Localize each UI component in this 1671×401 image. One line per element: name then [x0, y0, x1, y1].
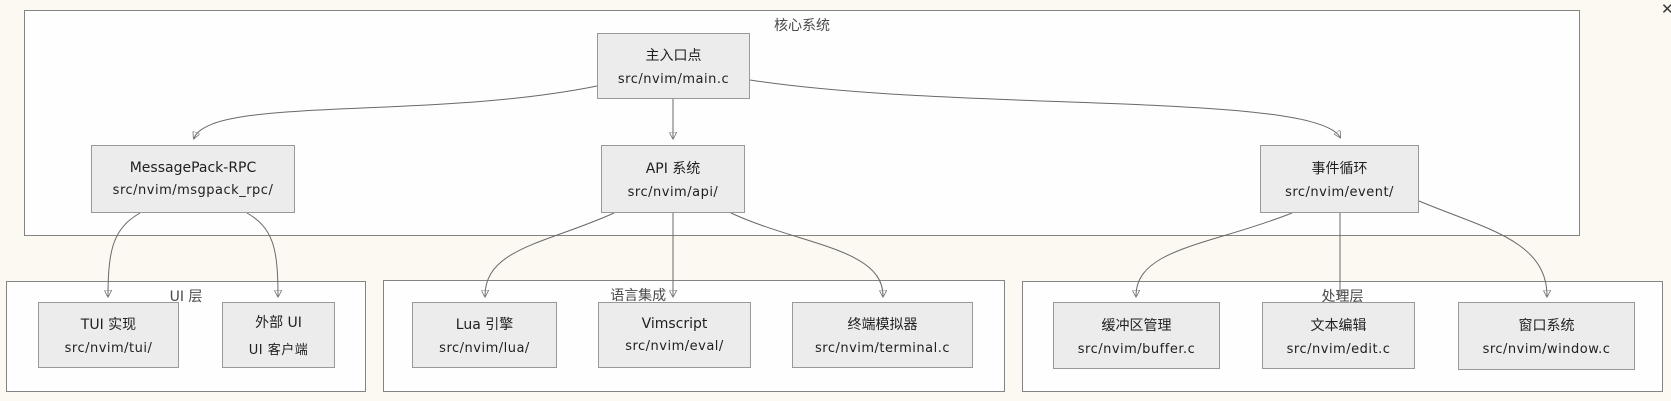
node-event-loop-path: src/nvim/event/	[1285, 185, 1394, 200]
node-window-system-path: src/nvim/window.c	[1482, 342, 1611, 357]
node-external-ui-path: UI 客户端	[248, 343, 309, 358]
node-external-ui-title: 外部 UI	[255, 315, 302, 331]
node-event-loop: 事件循环 src/nvim/event/	[1260, 145, 1419, 213]
node-text-editing-title: 文本编辑	[1310, 317, 1367, 334]
node-vimscript-title: Vimscript	[641, 316, 708, 332]
node-msgpack-rpc-title: MessagePack-RPC	[129, 160, 257, 176]
node-tui-title: TUI 实现	[80, 317, 137, 333]
node-buffer-management: 缓冲区管理 src/nvim/buffer.c	[1053, 302, 1220, 369]
group-core-system-label: 核心系统	[774, 18, 830, 34]
node-vimscript: Vimscript src/nvim/eval/	[598, 302, 751, 368]
node-tui: TUI 实现 src/nvim/tui/	[38, 302, 179, 368]
node-terminal-emulator-path: src/nvim/terminal.c	[814, 341, 951, 356]
node-text-editing: 文本编辑 src/nvim/edit.c	[1262, 302, 1415, 369]
node-text-editing-path: src/nvim/edit.c	[1286, 341, 1391, 357]
node-terminal-emulator-title: 终端模拟器	[847, 317, 918, 333]
node-main-entry-path: src/nvim/main.c	[617, 72, 730, 87]
node-main-entry-title: 主入口点	[645, 48, 702, 64]
node-buffer-management-title: 缓冲区管理	[1101, 317, 1172, 334]
node-lua-engine: Lua 引擎 src/nvim/lua/	[412, 302, 557, 368]
node-msgpack-rpc: MessagePack-RPC src/nvim/msgpack_rpc/	[91, 145, 295, 213]
node-lua-engine-path: src/nvim/lua/	[439, 341, 530, 356]
node-api-system-path: src/nvim/api/	[627, 185, 719, 200]
node-external-ui: 外部 UI UI 客户端	[222, 302, 335, 368]
node-window-system-title: 窗口系统	[1518, 318, 1575, 334]
node-main-entry: 主入口点 src/nvim/main.c	[597, 33, 750, 99]
node-vimscript-path: src/nvim/eval/	[625, 339, 724, 354]
node-event-loop-title: 事件循环	[1311, 161, 1368, 177]
node-lua-engine-title: Lua 引擎	[455, 317, 514, 333]
group-ui-layer-label: UI 层	[169, 289, 203, 305]
node-api-system-title: API 系统	[645, 161, 701, 177]
node-buffer-management-path: src/nvim/buffer.c	[1077, 341, 1196, 357]
node-window-system: 窗口系统 src/nvim/window.c	[1458, 302, 1635, 370]
node-tui-path: src/nvim/tui/	[64, 341, 153, 356]
group-language-integration-label: 语言集成	[610, 288, 667, 304]
node-api-system: API 系统 src/nvim/api/	[601, 145, 745, 213]
node-msgpack-rpc-path: src/nvim/msgpack_rpc/	[112, 183, 274, 198]
close-icon[interactable]: ✕	[1661, 0, 1671, 18]
node-terminal-emulator: 终端模拟器 src/nvim/terminal.c	[792, 302, 973, 368]
